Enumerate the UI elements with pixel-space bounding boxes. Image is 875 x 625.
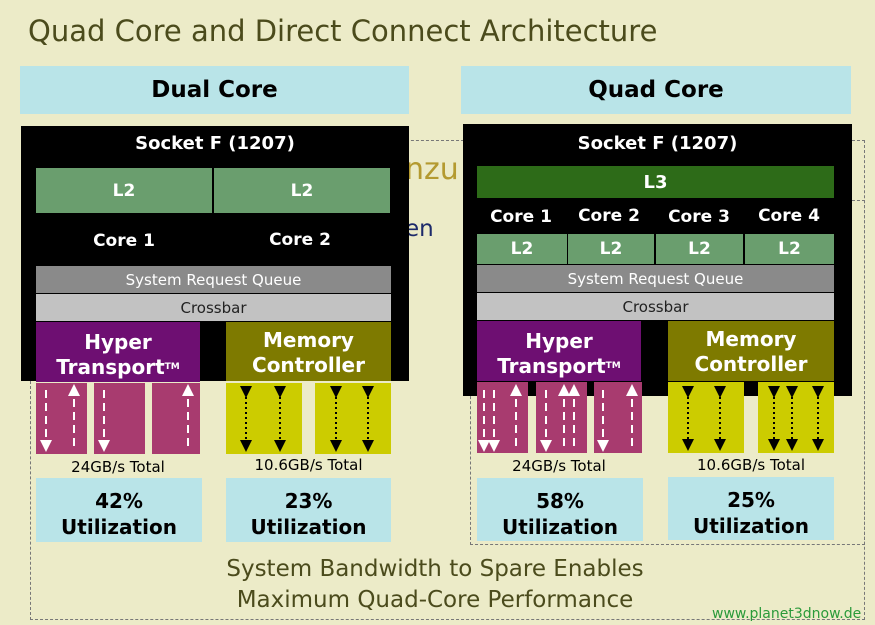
dual-core-label: Core 2	[269, 230, 331, 250]
mc-label-line1: Memory	[705, 327, 797, 351]
dual-mc-bandwidth: 10.6GB/s Total	[254, 456, 363, 474]
quad-l3-cache: L3	[477, 166, 834, 198]
quad-socket-title: Socket F (1207)	[577, 133, 738, 154]
dual-mc-utilization: 23% Utilization	[226, 478, 391, 542]
ht-label-line1: Hyper	[84, 330, 152, 354]
slide-title: Quad Core and Direct Connect Architectur…	[28, 14, 658, 48]
ht-label-line2: TransportTM	[36, 355, 200, 380]
dual-hypertransport: Hyper TransportTM	[36, 322, 200, 382]
quad-mc-utilization: 25% Utilization	[668, 477, 834, 540]
footer-line-2: Maximum Quad-Core Performance	[236, 587, 634, 613]
quad-core-label: Core 3	[668, 207, 730, 227]
background-text-fragment: nzu	[405, 152, 459, 187]
quad-ht-bandwidth: 24GB/s Total	[512, 457, 606, 475]
ht-label-line1: Hyper	[525, 329, 593, 353]
watermark: www.planet3dnow.de	[712, 606, 862, 622]
quad-hypertransport: Hyper TransportTM	[477, 321, 641, 381]
utilization-label: Utilization	[502, 515, 618, 539]
quad-core-label: Core 1	[490, 207, 552, 227]
trademark-mark: TM	[164, 362, 180, 372]
footer-caption: System Bandwidth to Spare Enables Maximu…	[0, 554, 870, 616]
utilization-label: Utilization	[250, 515, 367, 539]
dual-crossbar: Crossbar	[36, 294, 391, 321]
memory-channel-lane	[226, 383, 302, 454]
ht-label-transport: Transport	[497, 354, 606, 378]
quad-ht-utilization: 58% Utilization	[477, 478, 643, 541]
trademark-mark: TM	[605, 361, 621, 371]
footer-line-1: System Bandwidth to Spare Enables	[226, 556, 644, 582]
background-text-fragment: en	[405, 216, 434, 242]
mc-label-line1: Memory	[263, 328, 354, 352]
utilization-label: Utilization	[61, 515, 177, 539]
quad-l2-cache: L2	[745, 234, 834, 264]
utilization-percent: 23%	[284, 489, 333, 513]
quad-mc-bandwidth: 10.6GB/s Total	[697, 456, 805, 474]
quad-memory-controller: Memory Controller	[668, 321, 834, 381]
quad-core-label: Core 4	[758, 206, 820, 226]
dual-memory-controller: Memory Controller	[226, 322, 391, 381]
ht-label-transport: Transport	[56, 355, 165, 379]
dual-core-label: Core 1	[93, 231, 155, 251]
ht-label-line2: TransportTM	[477, 354, 641, 379]
dual-ht-bandwidth: 24GB/s Total	[71, 458, 165, 476]
quad-system-request-queue: System Request Queue	[477, 265, 834, 292]
quad-core-label: Core 2	[578, 206, 640, 226]
quad-crossbar: Crossbar	[477, 293, 834, 320]
quad-l2-cache: L2	[656, 234, 743, 264]
dual-core-header: Dual Core	[20, 66, 409, 114]
utilization-percent: 58%	[536, 489, 584, 513]
quad-l2-cache: L2	[477, 234, 567, 264]
dual-socket-title: Socket F (1207)	[135, 133, 295, 154]
dual-ht-utilization: 42% Utilization	[36, 478, 202, 542]
mc-label-line2: Controller	[694, 352, 808, 376]
mc-label-line2: Controller	[252, 353, 365, 377]
utilization-percent: 25%	[727, 488, 775, 512]
utilization-label: Utilization	[693, 514, 809, 538]
memory-channel-lane	[668, 382, 744, 453]
quad-core-header: Quad Core	[461, 66, 851, 114]
quad-l2-cache: L2	[568, 234, 654, 264]
dual-system-request-queue: System Request Queue	[36, 266, 391, 293]
utilization-percent: 42%	[95, 489, 143, 513]
dual-l2-cache: L2	[36, 168, 212, 213]
dual-l2-cache: L2	[214, 168, 390, 213]
memory-channel-lane	[315, 383, 391, 454]
